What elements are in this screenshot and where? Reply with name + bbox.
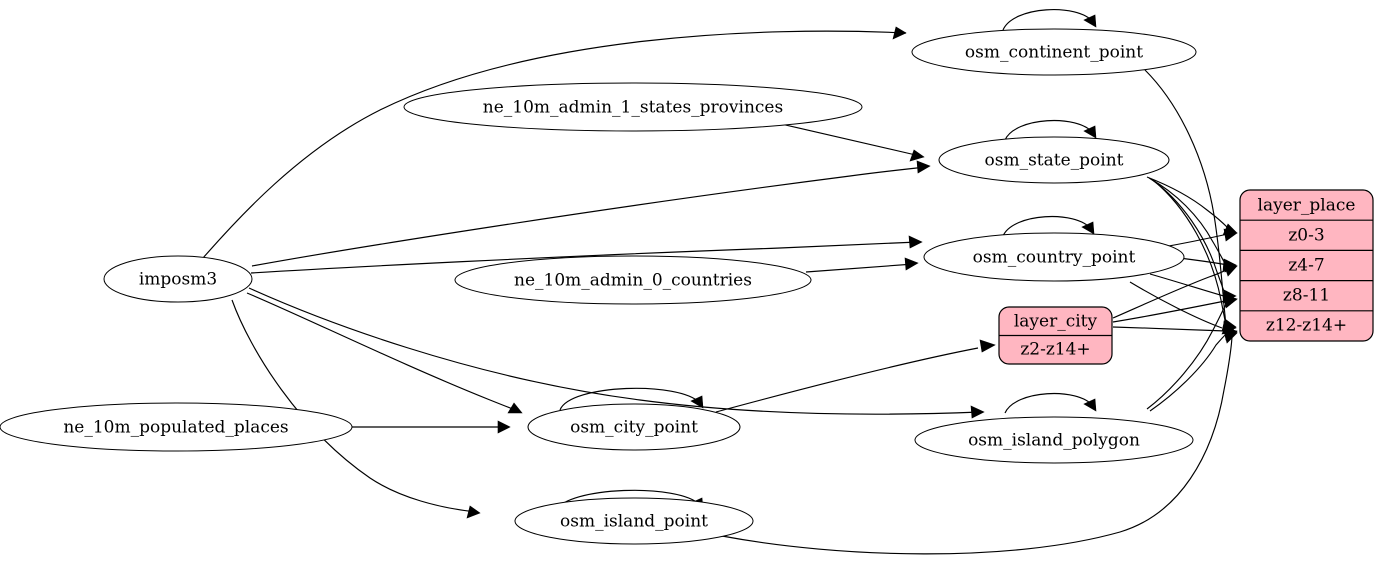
edge-ne-countries-to-osm-country-point xyxy=(805,263,915,273)
node-osm-city-point-label: osm_city_point xyxy=(570,418,698,438)
arrowhead-imposm3-osm-island-point xyxy=(466,505,481,519)
node-osm-city-point[interactable]: osm_city_point xyxy=(527,403,741,451)
arrowhead-ne-states-osm-state-point xyxy=(909,149,925,162)
node-osm-continent-point-label: osm_continent_point xyxy=(965,43,1143,63)
node-osm-state-point-ellipse[interactable] xyxy=(938,136,1170,184)
edge-osm-island-polygon-to-layer-place-z12 xyxy=(1149,331,1229,412)
node-ne-states-ellipse[interactable] xyxy=(403,82,863,132)
node-osm-island-polygon-ellipse[interactable] xyxy=(914,416,1194,464)
edge-osm-island-point-to-layer-place-z12 xyxy=(721,334,1233,555)
edge-osm-state-point-to-layer-place-z0 xyxy=(1146,176,1229,229)
edge-osm-state-point-to-layer-place-z4 xyxy=(1148,177,1228,268)
arrowhead-self-loop-osm-state-point xyxy=(1083,125,1097,139)
edge-imposm3-to-osm-island-point xyxy=(231,299,477,513)
node-ne-states-label: ne_10m_admin_1_states_provinces xyxy=(483,98,783,118)
record-layer-place-row-z0-3[interactable]: z0-3 xyxy=(1288,226,1324,246)
node-osm-state-point-label: osm_state_point xyxy=(985,151,1124,171)
node-osm-country-point-label: osm_country_point xyxy=(973,248,1136,268)
arrowhead-osm-country-point-layer-place-z0 xyxy=(1223,228,1238,242)
node-ne-populated-ellipse[interactable] xyxy=(0,402,353,452)
arrowhead-imposm3-osm-continent-point xyxy=(892,26,907,40)
node-ne-10m-admin-0-countries[interactable]: ne_10m_admin_0_countries xyxy=(454,255,812,305)
node-ne-countries-label: ne_10m_admin_0_countries xyxy=(514,271,752,291)
edge-imposm3-to-osm-state-point xyxy=(251,166,927,267)
record-layer-city-row-z2-z14[interactable]: z2-z14+ xyxy=(1020,340,1090,360)
node-layer: imposm3 ne_10m_admin_1_states_provinces … xyxy=(0,28,1374,545)
edge-self-loop-osm-city-point xyxy=(559,387,701,411)
edge-osm-city-point-to-layer-city xyxy=(715,347,979,413)
node-osm-continent-point-ellipse[interactable] xyxy=(911,28,1197,76)
node-osm-island-point-label: osm_island_point xyxy=(560,512,708,532)
edge-imposm3-to-osm-country-point xyxy=(250,241,919,274)
record-layer-place-header: layer_place xyxy=(1258,196,1356,216)
node-osm-country-point-ellipse[interactable] xyxy=(923,232,1185,282)
node-imposm3[interactable]: imposm3 xyxy=(103,255,253,303)
arrowhead-osm-city-point-layer-city xyxy=(979,339,996,353)
edge-self-loop-osm-continent-point xyxy=(1002,9,1094,31)
node-ne-10m-populated-places[interactable]: ne_10m_populated_places xyxy=(0,402,353,452)
node-ne-populated-label: ne_10m_populated_places xyxy=(63,418,288,438)
node-osm-island-point[interactable]: osm_island_point xyxy=(514,497,754,545)
node-ne-countries-ellipse[interactable] xyxy=(454,255,812,305)
node-osm-city-point-ellipse[interactable] xyxy=(527,403,741,451)
edge-layer-city-to-layer-place-z8 xyxy=(1112,299,1233,323)
record-layer-place-row-z8-11[interactable]: z8-11 xyxy=(1283,286,1330,306)
edge-layer-city-to-layer-place-z12 xyxy=(1112,326,1227,332)
record-layer-place[interactable]: layer_place z0-3 z4-7 z8-11 z12-z14+ xyxy=(1239,189,1374,342)
node-imposm3-label: imposm3 xyxy=(139,270,217,290)
arrowhead-ne-populated-osm-city-point xyxy=(497,420,511,434)
node-ne-10m-admin-1-states-provinces[interactable]: ne_10m_admin_1_states_provinces xyxy=(403,82,863,132)
edge-osm-country-point-to-layer-place-z8 xyxy=(1149,273,1228,298)
node-osm-country-point[interactable]: osm_country_point xyxy=(923,232,1185,282)
edge-imposm3-to-osm-city-point xyxy=(246,292,519,412)
record-layer-place-box[interactable] xyxy=(1239,189,1374,342)
arrowhead-self-loop-osm-city-point xyxy=(690,395,704,409)
arrowhead-osm-island-point-layer-place-z12 xyxy=(1223,330,1238,344)
edge-ne-states-to-osm-state-point xyxy=(780,123,921,157)
node-osm-continent-point[interactable]: osm_continent_point xyxy=(911,28,1197,76)
edge-osm-country-point-to-layer-place-z12 xyxy=(1129,281,1223,329)
record-layer-place-row-z4-7[interactable]: z4-7 xyxy=(1288,256,1324,276)
edge-imposm3-to-osm-continent-point xyxy=(202,30,907,259)
node-imposm3-ellipse[interactable] xyxy=(103,255,253,303)
arrowhead-imposm3-osm-island-polygon xyxy=(970,405,985,419)
node-osm-island-polygon-label: osm_island_polygon xyxy=(968,431,1140,451)
edge-self-loop-osm-state-point xyxy=(1004,119,1094,141)
record-layer-city-header: layer_city xyxy=(1014,312,1098,332)
node-osm-island-point-ellipse[interactable] xyxy=(514,497,754,545)
record-layer-city[interactable]: layer_city z2-z14+ xyxy=(998,306,1113,365)
record-layer-place-row-z12-z14[interactable]: z12-z14+ xyxy=(1266,316,1347,336)
edge-layer-city-to-layer-place-z4 xyxy=(1112,268,1230,319)
node-osm-state-point[interactable]: osm_state_point xyxy=(938,136,1170,184)
node-osm-island-polygon[interactable]: osm_island_polygon xyxy=(914,416,1194,464)
edge-self-loop-osm-island-polygon xyxy=(1004,392,1094,414)
arrowhead-self-loop-osm-island-polygon xyxy=(1083,398,1097,412)
arrowhead-imposm3-osm-country-point xyxy=(908,235,923,249)
arrowhead-ne-countries-osm-country-point xyxy=(904,257,919,271)
edge-osm-island-polygon-to-layer-place-z8 xyxy=(1146,300,1229,410)
arrowhead-imposm3-osm-city-point xyxy=(507,402,523,414)
arrowhead-self-loop-osm-country-point xyxy=(1081,221,1095,235)
arrowhead-imposm3-osm-state-point xyxy=(916,160,931,174)
arrowhead-osm-island-polygon-layer-place-z8 xyxy=(1223,295,1238,309)
arrowhead-self-loop-osm-continent-point xyxy=(1083,14,1097,28)
edge-self-loop-osm-country-point xyxy=(1002,215,1092,237)
edge-imposm3-to-osm-island-polygon xyxy=(248,287,981,415)
edge-layer xyxy=(202,9,1238,555)
arrowhead-layer-city-layer-place-z4 xyxy=(1223,263,1238,277)
